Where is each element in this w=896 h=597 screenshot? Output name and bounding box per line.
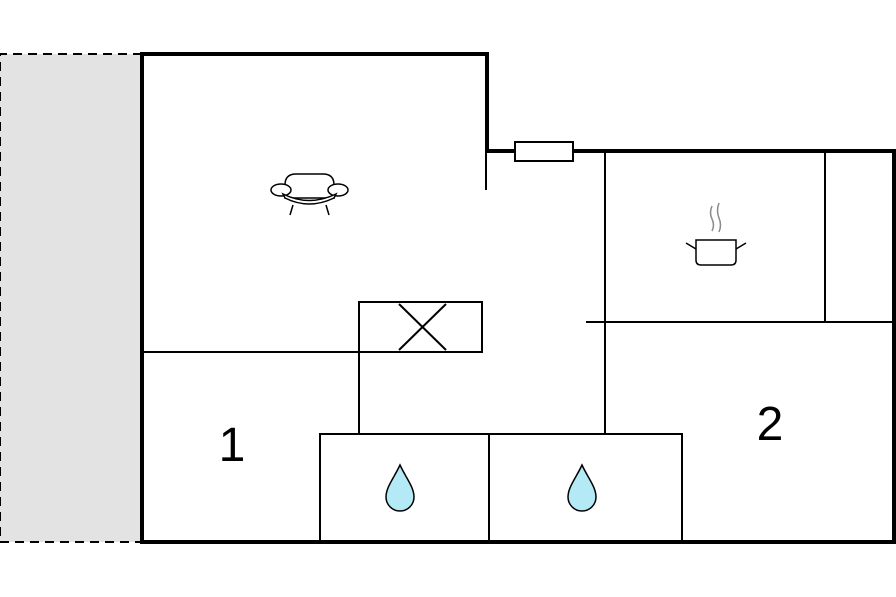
water-drop-icon (567, 463, 597, 512)
armchair-icon (270, 173, 349, 216)
water-drop-icon (385, 463, 415, 512)
bathroom-block (319, 433, 683, 543)
window-icon (514, 141, 574, 162)
cooking-pot-icon (685, 202, 747, 266)
stair-void-icon (358, 301, 483, 353)
outer-wall (140, 52, 896, 544)
interior-walls (142, 151, 894, 434)
room-label-2: 2 (757, 398, 784, 451)
terrace-area (0, 53, 142, 543)
room-label-1: 1 (219, 419, 246, 472)
